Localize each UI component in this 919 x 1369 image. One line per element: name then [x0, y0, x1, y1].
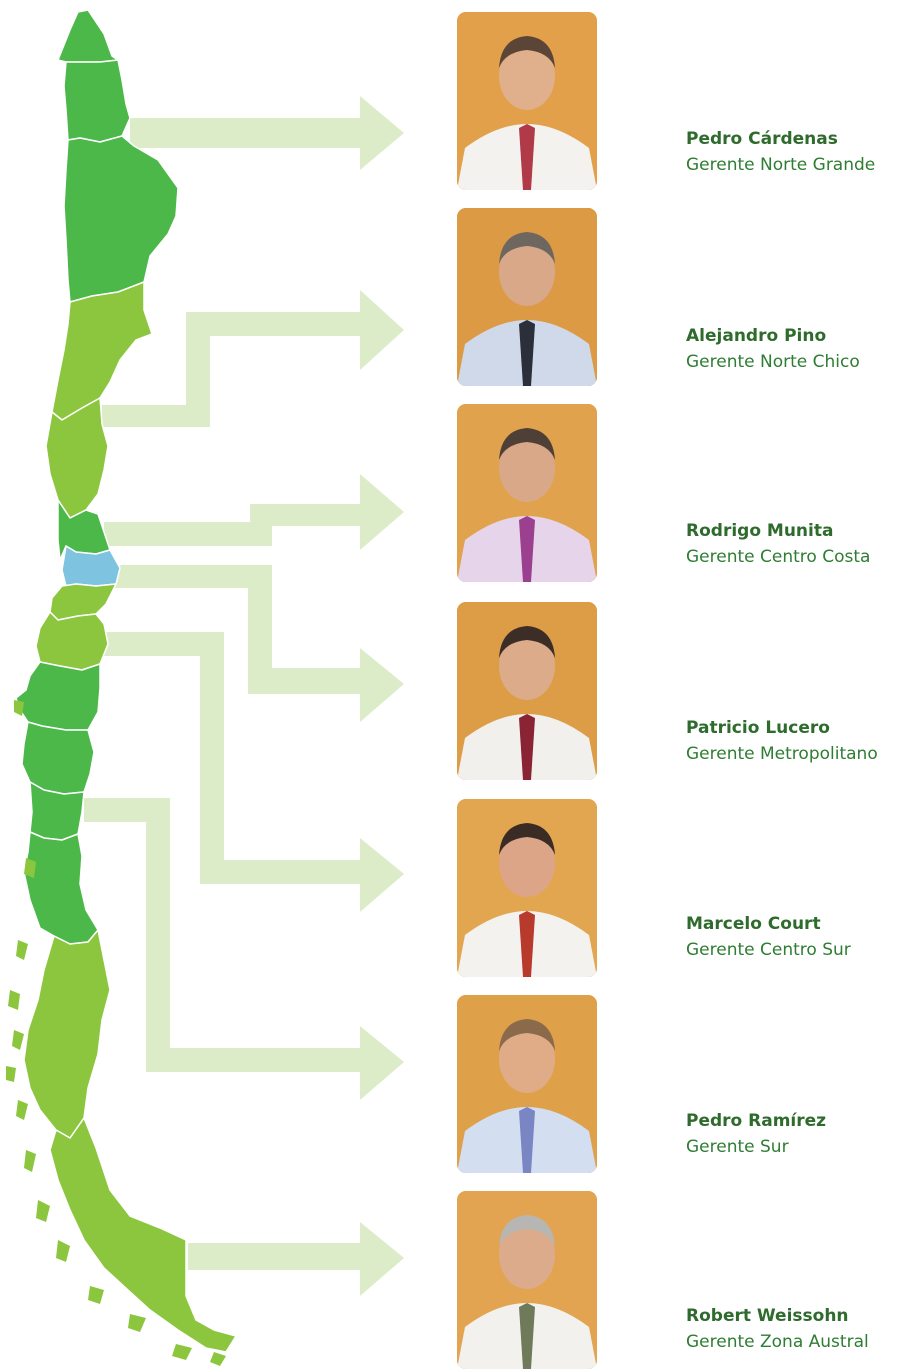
country-map [6, 9, 237, 1366]
manager-role: Gerente Centro Sur [686, 940, 851, 960]
arrow-centro-costa [104, 474, 404, 550]
manager-photo [457, 995, 597, 1173]
manager-name: Robert Weissohn [686, 1306, 849, 1326]
manager-role: Gerente Norte Chico [686, 352, 860, 372]
region-3 [63, 135, 179, 303]
region-8 [49, 583, 117, 621]
manager-role: Gerente Sur [686, 1137, 789, 1157]
manager-name: Pedro Cárdenas [686, 129, 838, 149]
manager-photo [457, 12, 597, 190]
arrow-metropolitano [104, 565, 404, 722]
manager-caption: Pedro Cárdenas Gerente Norte Grande [686, 126, 919, 178]
manager-photo [457, 602, 597, 780]
island-fragments [6, 700, 226, 1366]
manager-role: Gerente Metropolitano [686, 744, 878, 764]
region-9 [35, 611, 109, 671]
manager-caption: Robert Weissohn Gerente Zona Austral [686, 1303, 919, 1355]
manager-role: Gerente Centro Costa [686, 547, 871, 567]
region-1 [57, 9, 119, 63]
manager-name: Rodrigo Munita [686, 521, 834, 541]
manager-role: Gerente Norte Grande [686, 155, 876, 175]
manager-photo [457, 404, 597, 582]
arrow-sur [84, 798, 404, 1100]
manager-name: Pedro Ramírez [686, 1111, 827, 1131]
region-2 [63, 59, 131, 143]
manager-name: Patricio Lucero [686, 718, 830, 738]
arrow-centro-sur [104, 632, 404, 912]
manager-caption: Patricio Lucero Gerente Metropolitano [686, 715, 919, 767]
arrow-norte-grande [130, 96, 404, 170]
manager-role: Gerente Zona Austral [686, 1332, 869, 1352]
manager-caption: Pedro Ramírez Gerente Sur [686, 1108, 919, 1160]
connector-arrows [84, 96, 404, 1296]
manager-caption: Rodrigo Munita Gerente Centro Costa [686, 518, 919, 570]
region-5 [45, 397, 109, 519]
arrow-norte-chico [102, 290, 404, 427]
manager-photo [457, 1191, 597, 1369]
manager-caption: Alejandro Pino Gerente Norte Chico [686, 323, 919, 375]
manager-name: Marcelo Court [686, 914, 821, 934]
region-10 [15, 661, 101, 731]
manager-caption: Marcelo Court Gerente Centro Sur [686, 911, 919, 963]
region-14 [23, 929, 111, 1139]
region-4 [51, 281, 153, 421]
manager-photo [457, 799, 597, 977]
region-15 [49, 1117, 237, 1353]
arrow-zona-austral [188, 1222, 404, 1296]
manager-name: Alejandro Pino [686, 326, 827, 346]
region-13 [23, 831, 99, 945]
manager-photo [457, 208, 597, 386]
